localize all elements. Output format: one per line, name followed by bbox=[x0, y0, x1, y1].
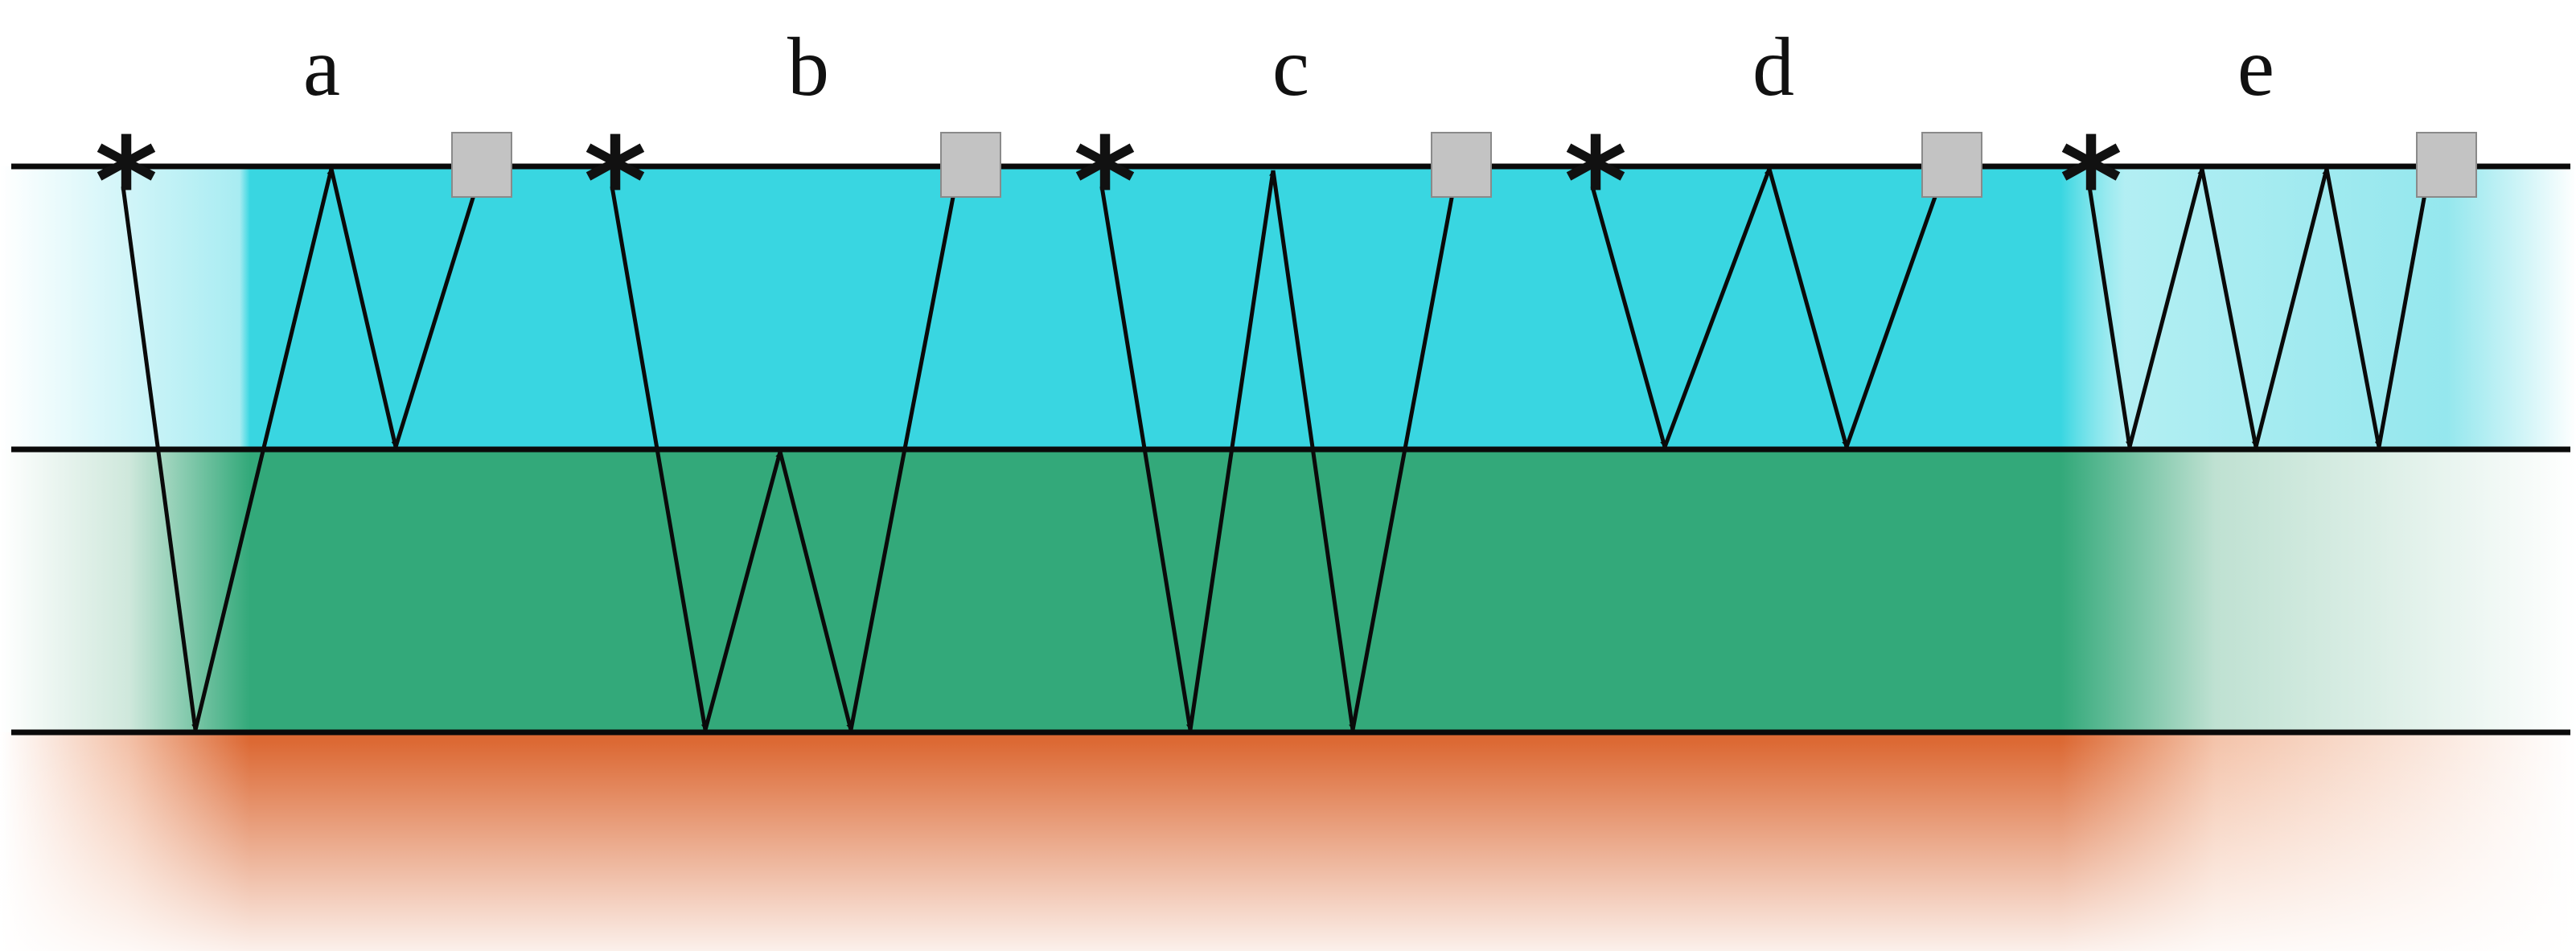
ray-segment bbox=[703, 451, 783, 731]
ray-segment bbox=[2200, 168, 2258, 448]
ray-segment bbox=[778, 451, 853, 731]
ray-segment bbox=[848, 171, 960, 731]
ray-segment bbox=[2087, 186, 2132, 448]
asterisk-icon: * bbox=[1074, 113, 1136, 252]
panel-label-c: c bbox=[1272, 21, 1309, 113]
asterisk-icon: * bbox=[584, 113, 647, 252]
ray-path-c bbox=[1099, 170, 1459, 731]
interfaces bbox=[11, 163, 2570, 736]
ray-segment bbox=[2253, 168, 2329, 448]
layer-1-right-fade bbox=[0, 166, 2576, 449]
ray-segment bbox=[1590, 186, 1667, 448]
ray-path-d bbox=[1590, 168, 1946, 448]
layers bbox=[0, 166, 2576, 951]
ray-segment bbox=[193, 168, 334, 731]
asterisk-icon: * bbox=[1564, 113, 1627, 252]
ray-segment bbox=[1662, 168, 1772, 448]
ray-paths bbox=[121, 168, 2431, 731]
panel-labels: a b c d e bbox=[303, 21, 2274, 113]
ray-segment bbox=[1350, 171, 1459, 731]
ray-segment bbox=[393, 171, 483, 448]
ray-path-e bbox=[2087, 168, 2431, 448]
asterisk-icon: * bbox=[95, 113, 158, 252]
ray-segment bbox=[2377, 171, 2431, 448]
gray-square-icon bbox=[451, 132, 512, 198]
ray-segment bbox=[121, 186, 199, 731]
panel-label-e: e bbox=[2237, 21, 2274, 113]
gray-square-icon bbox=[1921, 132, 1982, 198]
gray-square-icon bbox=[940, 132, 1001, 198]
ray-path-b bbox=[610, 171, 960, 731]
ray-segment bbox=[1099, 186, 1193, 731]
ray-segment bbox=[1271, 170, 1355, 731]
ray-segment bbox=[1767, 168, 1849, 448]
sources: * * * * * bbox=[95, 113, 2122, 252]
ray-segment bbox=[1844, 171, 1946, 448]
gray-square-icon bbox=[2416, 132, 2477, 198]
asterisk-icon: * bbox=[2060, 113, 2122, 252]
ray-segment bbox=[329, 168, 398, 448]
ray-path-a bbox=[121, 168, 483, 731]
receivers bbox=[451, 132, 2477, 198]
layer-3-bottom-fade bbox=[0, 732, 2576, 951]
ray-segment bbox=[610, 186, 708, 731]
layer-2 bbox=[0, 449, 2576, 732]
ray-segment bbox=[2127, 168, 2204, 448]
panel-label-a: a bbox=[303, 21, 340, 113]
ray-segment bbox=[2324, 168, 2381, 448]
panel-label-d: d bbox=[1752, 21, 1794, 113]
panel-label-b: b bbox=[787, 21, 829, 113]
ray-segment bbox=[1188, 170, 1276, 731]
gray-square-icon bbox=[1431, 132, 1492, 198]
